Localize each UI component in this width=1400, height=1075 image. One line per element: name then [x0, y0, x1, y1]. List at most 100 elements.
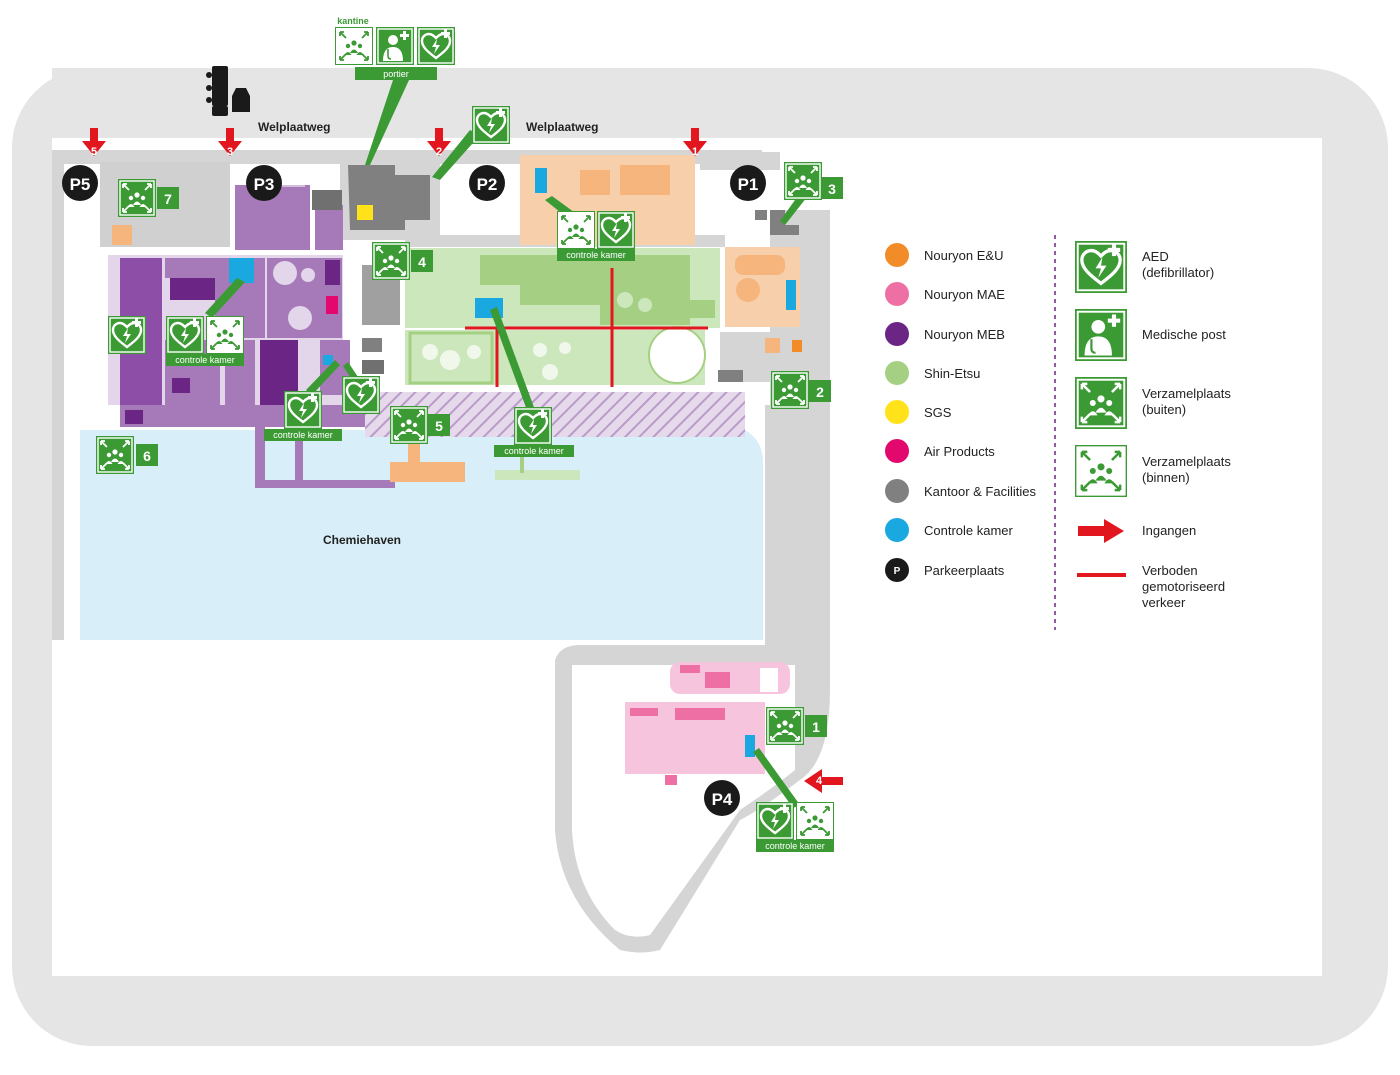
assembly-point-6[interactable]: 6	[96, 436, 158, 474]
svg-text:1: 1	[692, 146, 698, 158]
assembly-outside-icon	[766, 707, 804, 745]
legend-item-verboden-verkeer: Verboden gemotoriseerd verkeer	[1077, 563, 1225, 610]
legend-item-medische-post: Medische post	[1075, 309, 1226, 361]
aed-icon	[284, 391, 322, 429]
svg-text:verkeer: verkeer	[1142, 595, 1186, 610]
aed-icon[interactable]	[108, 316, 146, 354]
parking-p3[interactable]: P3	[246, 165, 282, 201]
svg-text:Verboden: Verboden	[1142, 563, 1198, 578]
legend-item-sgs: SGS	[885, 400, 952, 424]
assembly-inside-icon	[796, 802, 834, 840]
parking-p5[interactable]: P5	[62, 165, 98, 201]
entrance-4[interactable]: 4	[804, 769, 843, 793]
svg-text:Nouryon MAE: Nouryon MAE	[924, 287, 1005, 302]
legend-item-verzamelplaats-binnen: Verzamelplaats (binnen)	[1075, 445, 1231, 497]
portier-label: portier	[383, 69, 409, 79]
harbour-label: Chemiehaven	[323, 533, 401, 547]
kantine-label: kantine	[337, 16, 369, 26]
entrance-2[interactable]: 2	[427, 128, 451, 158]
legend-item-verzamelplaats-buiten: Verzamelplaats (buiten)	[1075, 377, 1231, 429]
legend-item-ingangen: Ingangen	[1078, 519, 1196, 543]
assembly-outside-icon	[784, 162, 822, 200]
aed-icon	[756, 802, 794, 840]
controle-kamer-sign-meb[interactable]: controle kamer	[166, 316, 244, 366]
parking-p1[interactable]: P1	[730, 165, 766, 201]
entrance-1[interactable]: 1	[683, 128, 707, 158]
controle-kamer-sign-mae[interactable]: controle kamer	[756, 802, 834, 852]
zone-shin-etsu	[405, 248, 720, 480]
svg-text:Air Products: Air Products	[924, 444, 995, 459]
assembly-point-7[interactable]: 7	[118, 179, 179, 217]
assembly-point-4[interactable]: 4	[372, 242, 433, 280]
aed-icon[interactable]	[342, 376, 380, 414]
portier-sign-cluster[interactable]: kantine portier	[335, 16, 455, 80]
harbour-water	[80, 430, 763, 640]
parking-p2[interactable]: P2	[469, 165, 505, 201]
road-label-welplaatweg-right: Welplaatweg	[526, 120, 598, 134]
assembly-point-1[interactable]: 1	[766, 707, 827, 745]
svg-text:(binnen): (binnen)	[1142, 470, 1190, 485]
svg-text:Parkeerplaats: Parkeerplaats	[924, 563, 1005, 578]
svg-text:7: 7	[164, 191, 172, 207]
assembly-inside-icon	[557, 211, 595, 249]
parking-p4[interactable]: P4	[704, 780, 740, 816]
legend-item-shin-etsu: Shin-Etsu	[885, 361, 980, 385]
assembly-inside-icon	[1075, 445, 1127, 497]
entrance-arrows: 5 3 2 1 4	[82, 128, 843, 793]
controle-kamer-sign-eu[interactable]: controle kamer	[557, 211, 635, 261]
svg-text:2: 2	[816, 384, 824, 400]
svg-text:3: 3	[227, 146, 233, 158]
svg-text:P1: P1	[738, 175, 759, 194]
controle-kamer-sign-meb-lower[interactable]: controle kamer	[264, 391, 342, 441]
assembly-point-2[interactable]: 2	[771, 371, 831, 409]
svg-text:2: 2	[436, 146, 442, 158]
svg-text:(defibrillator): (defibrillator)	[1142, 265, 1214, 280]
assembly-point-3[interactable]: 3	[784, 162, 843, 200]
road-label-welplaatweg-left: Welplaatweg	[258, 120, 330, 134]
truck-car-icon	[206, 66, 250, 116]
svg-text:controle kamer: controle kamer	[175, 355, 235, 365]
assembly-outside-icon	[771, 371, 809, 409]
aed-icon	[514, 407, 552, 445]
medical-post-icon	[376, 27, 414, 65]
legend-item-aed: AED (defibrillator)	[1075, 241, 1214, 293]
svg-text:Ingangen: Ingangen	[1142, 523, 1196, 538]
aed-icon	[597, 211, 635, 249]
svg-text:controle kamer: controle kamer	[566, 250, 626, 260]
controle-kamer-sign-shin-etsu[interactable]: controle kamer	[494, 407, 574, 457]
aed-icon[interactable]	[472, 106, 510, 144]
zone-nouryon-eu	[390, 155, 802, 482]
svg-text:5: 5	[435, 418, 443, 434]
svg-text:4: 4	[816, 775, 823, 787]
legend-item-kantoor-facilities: Kantoor & Facilities	[885, 479, 1036, 503]
svg-text:(buiten): (buiten)	[1142, 402, 1186, 417]
svg-text:Controle kamer: Controle kamer	[924, 523, 1014, 538]
medical-post-icon	[1075, 309, 1127, 361]
zone-nouryon-mae	[625, 662, 790, 785]
entrance-5[interactable]: 5	[82, 128, 106, 158]
svg-text:controle kamer: controle kamer	[504, 446, 564, 456]
svg-text:P5: P5	[70, 175, 91, 194]
legend-item-nouryon-eu: Nouryon E&U	[885, 243, 1003, 267]
svg-text:AED: AED	[1142, 249, 1169, 264]
assembly-outside-icon	[96, 436, 134, 474]
svg-text:Nouryon E&U: Nouryon E&U	[924, 248, 1003, 263]
assembly-outside-icon	[1075, 377, 1127, 429]
legend-item-controle-kamer: Controle kamer	[885, 518, 1014, 542]
forbidden-traffic-lines	[465, 268, 708, 387]
svg-text:Verzamelplaats: Verzamelplaats	[1142, 386, 1231, 401]
legend-item-nouryon-mae: Nouryon MAE	[885, 282, 1005, 306]
legend-item-air-products: Air Products	[885, 439, 995, 463]
assembly-outside-icon	[372, 242, 410, 280]
leader-lines	[205, 80, 807, 808]
legend: Nouryon E&U Nouryon MAE Nouryon MEB Shin…	[885, 235, 1231, 630]
assembly-outside-icon	[118, 179, 156, 217]
svg-text:Nouryon MEB: Nouryon MEB	[924, 327, 1005, 342]
svg-text:Verzamelplaats: Verzamelplaats	[1142, 454, 1231, 469]
assembly-outside-icon	[390, 406, 428, 444]
svg-text:controle kamer: controle kamer	[765, 841, 825, 851]
svg-text:Shin-Etsu: Shin-Etsu	[924, 366, 980, 381]
svg-text:gemotoriseerd: gemotoriseerd	[1142, 579, 1225, 594]
assembly-point-5[interactable]: 5	[390, 406, 450, 444]
entrance-3[interactable]: 3	[218, 128, 242, 158]
